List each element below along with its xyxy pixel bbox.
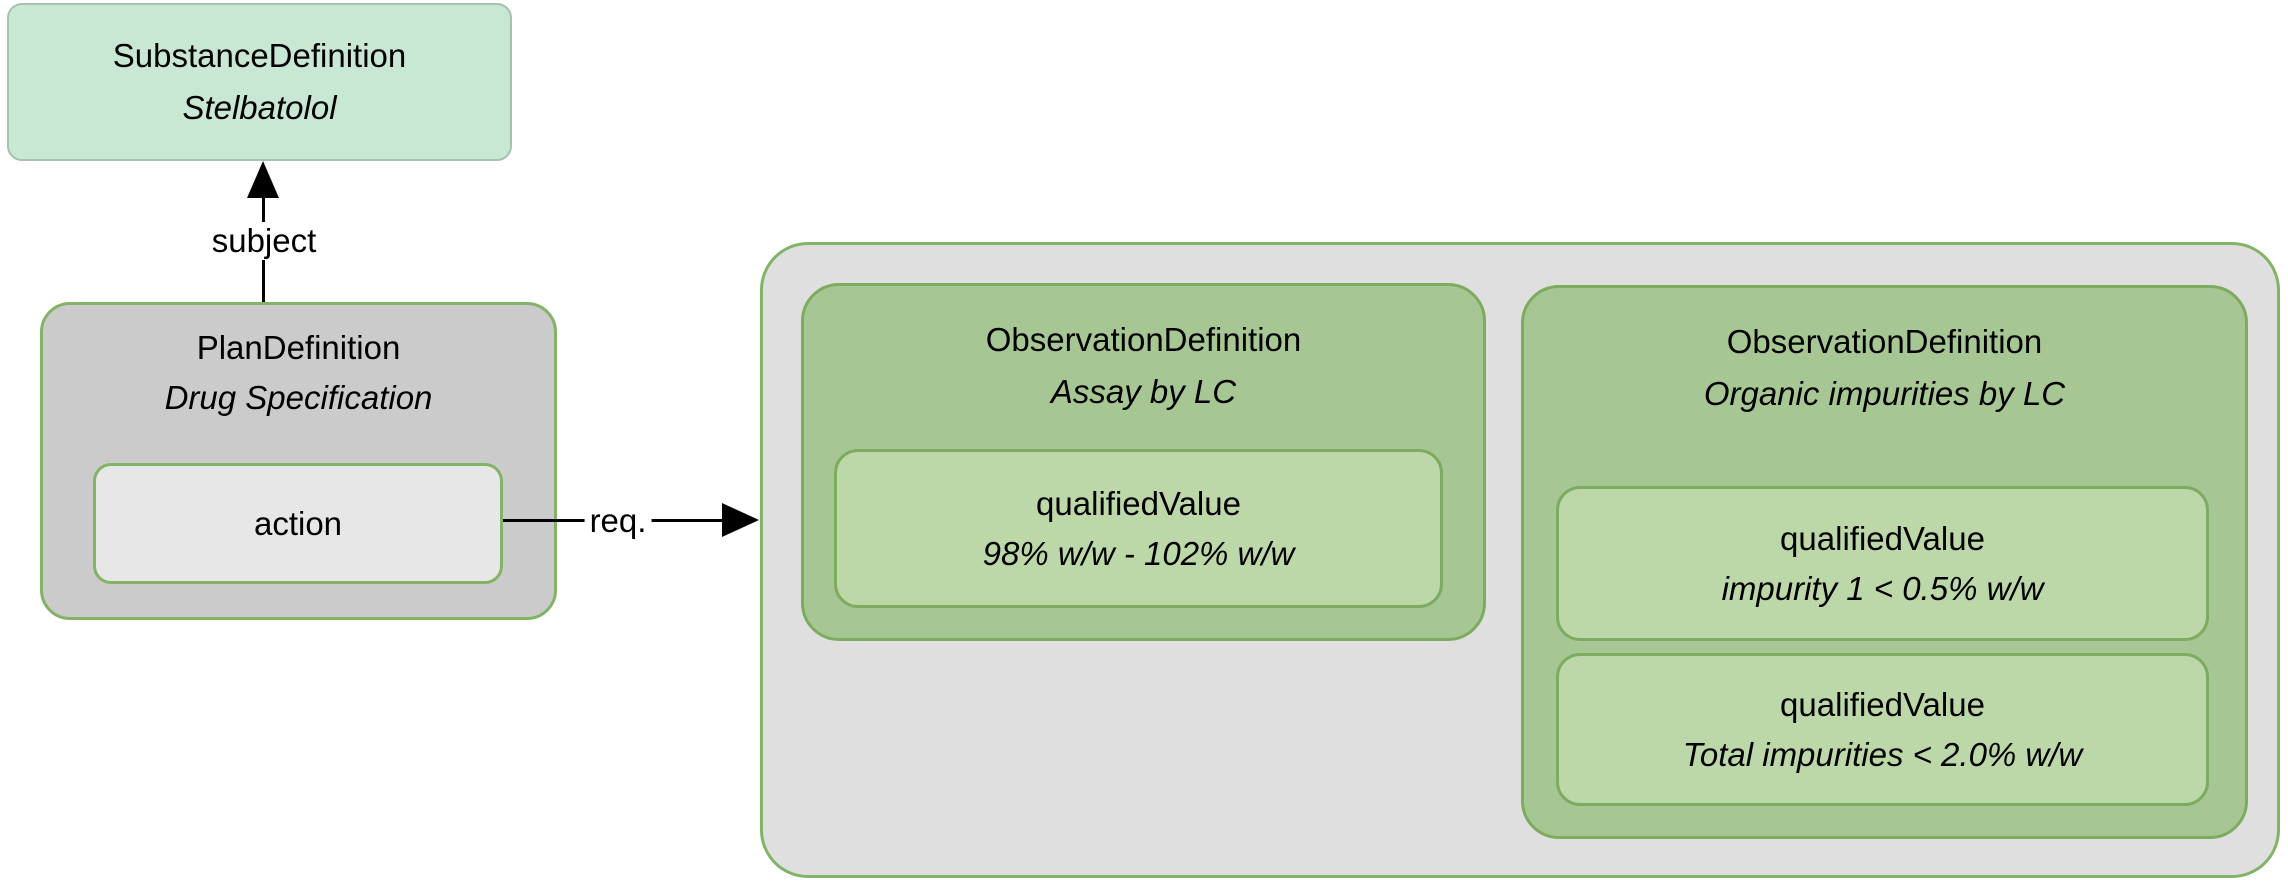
qualified-value-total-impurities-criterion: Total impurities < 2.0% w/w bbox=[1682, 735, 2083, 773]
plan-definition-node: PlanDefinition Drug Specification action bbox=[40, 302, 557, 620]
observation-definition-impurities-node: ObservationDefinition Organic impurities… bbox=[1521, 285, 2248, 839]
subject-arrowhead-up-icon bbox=[247, 161, 279, 198]
observation-impurities-resource-label: ObservationDefinition bbox=[1726, 323, 2043, 360]
req-arrow-label: req. bbox=[584, 502, 652, 540]
observation-assay-instance-label: Assay by LC bbox=[1050, 373, 1237, 410]
substance-definition-node: SubstanceDefinition Stelbatolol bbox=[7, 3, 512, 161]
observation-definition-assay-node: ObservationDefinition Assay by LC qualif… bbox=[801, 283, 1486, 641]
specification-group-container: ObservationDefinition Assay by LC qualif… bbox=[760, 242, 2280, 878]
plan-definition-resource-label: PlanDefinition bbox=[196, 329, 401, 366]
qualified-value-assay-criterion: 98% w/w - 102% w/w bbox=[982, 534, 1295, 572]
substance-definition-resource-label: SubstanceDefinition bbox=[112, 37, 407, 74]
plan-definition-instance-label: Drug Specification bbox=[164, 379, 433, 416]
subject-arrow-label: subject bbox=[205, 222, 323, 260]
observation-assay-resource-label: ObservationDefinition bbox=[985, 321, 1302, 358]
qualified-value-total-impurities-element-label: qualifiedValue bbox=[1780, 685, 1985, 723]
qualified-value-impurity-1-element-label: qualifiedValue bbox=[1780, 519, 1985, 557]
req-arrowhead-right-icon bbox=[722, 503, 759, 537]
qualified-value-assay-element-label: qualifiedValue bbox=[1036, 484, 1241, 522]
substance-definition-instance-label: Stelbatolol bbox=[182, 89, 337, 126]
qualified-value-assay: qualifiedValue 98% w/w - 102% w/w bbox=[834, 449, 1443, 608]
qualified-value-total-impurities: qualifiedValue Total impurities < 2.0% w… bbox=[1556, 653, 2209, 806]
qualified-value-impurity-1-criterion: impurity 1 < 0.5% w/w bbox=[1721, 569, 2044, 607]
plan-action-element: action bbox=[93, 463, 503, 584]
observation-impurities-instance-label: Organic impurities by LC bbox=[1703, 375, 2066, 412]
plan-action-label: action bbox=[253, 504, 343, 542]
qualified-value-impurity-1: qualifiedValue impurity 1 < 0.5% w/w bbox=[1556, 486, 2209, 641]
